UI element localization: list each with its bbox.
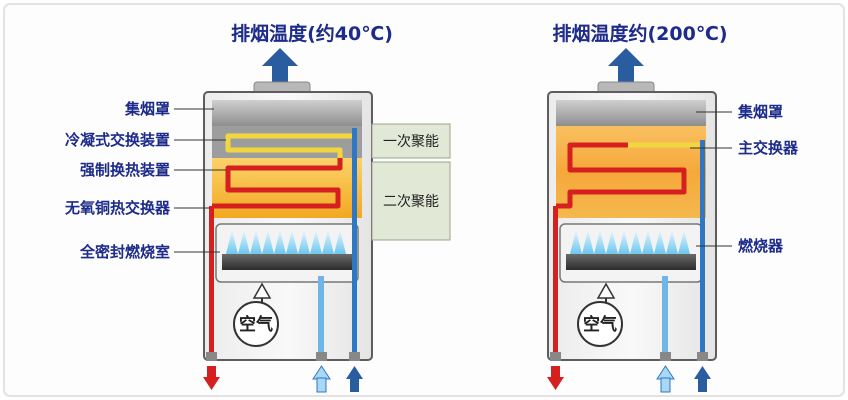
left-label-condensing: 冷凝式交换装置 [65, 131, 170, 149]
left-fitting-hot [206, 352, 217, 361]
right-gas-inlet-pipe [662, 276, 668, 356]
right-burner-flames [570, 230, 690, 254]
left-condensing-coil [225, 133, 352, 158]
right-cold-water-arrow [694, 366, 711, 392]
right-exhaust-arrow [608, 48, 644, 84]
right-label-exchanger: 主交换器 [738, 139, 799, 157]
primary-energy-box [371, 123, 451, 159]
right-exhaust-temp-title: 排烟温度约(200℃) [552, 22, 727, 45]
left-gas-arrow [312, 365, 331, 393]
right-air-label: 空气 [583, 314, 617, 335]
left-label-hood: 集烟罩 [124, 100, 170, 118]
left-gas-inlet-pipe [318, 276, 324, 356]
right-cold-inlet-pipe [700, 140, 705, 356]
left-burner-bar [222, 254, 352, 270]
left-burner-flames [226, 230, 346, 254]
left-cold-water-arrow [346, 366, 363, 392]
right-label-burner: 燃烧器 [738, 237, 784, 255]
secondary-energy-box [371, 161, 451, 241]
left-cold-inlet-pipe [352, 128, 357, 356]
right-fitting-cold [697, 352, 708, 361]
right-fitting-gas [660, 352, 671, 361]
left-label-leaders [174, 108, 226, 253]
left-condensing-zone [212, 126, 362, 158]
left-air-fan [233, 282, 279, 347]
left-hot-outlet-pipe [209, 206, 214, 356]
left-label-copper: 无氧铜热交换器 [64, 199, 171, 217]
right-gas-arrow [656, 365, 675, 393]
right-hood-zone [556, 100, 706, 126]
primary-energy-label: 一次聚能 [383, 134, 439, 150]
left-label-chamber: 全密封燃烧室 [79, 243, 170, 261]
right-heat-coil [556, 142, 687, 209]
left-air-label: 空气 [239, 314, 273, 335]
right-hot-water-arrow [547, 366, 564, 390]
left-exhaust-arrow [262, 48, 298, 84]
right-burner-bar [566, 254, 696, 270]
left-fitting-gas [316, 352, 327, 361]
left-fitting-cold [349, 352, 360, 361]
left-label-forced: 强制换热装置 [80, 161, 170, 179]
secondary-energy-label: 二次聚能 [383, 194, 439, 210]
right-air-fan [577, 282, 623, 347]
left-hot-water-arrow [203, 366, 220, 390]
right-hot-outlet-pipe [553, 206, 558, 356]
left-hood-zone [212, 100, 362, 126]
right-fitting-hot [550, 352, 561, 361]
right-label-hood: 集烟罩 [737, 103, 783, 121]
right-label-leaders [690, 111, 732, 247]
left-heat-coil [212, 158, 343, 209]
left-exhaust-temp-title: 排烟温度(约40℃) [231, 22, 393, 45]
